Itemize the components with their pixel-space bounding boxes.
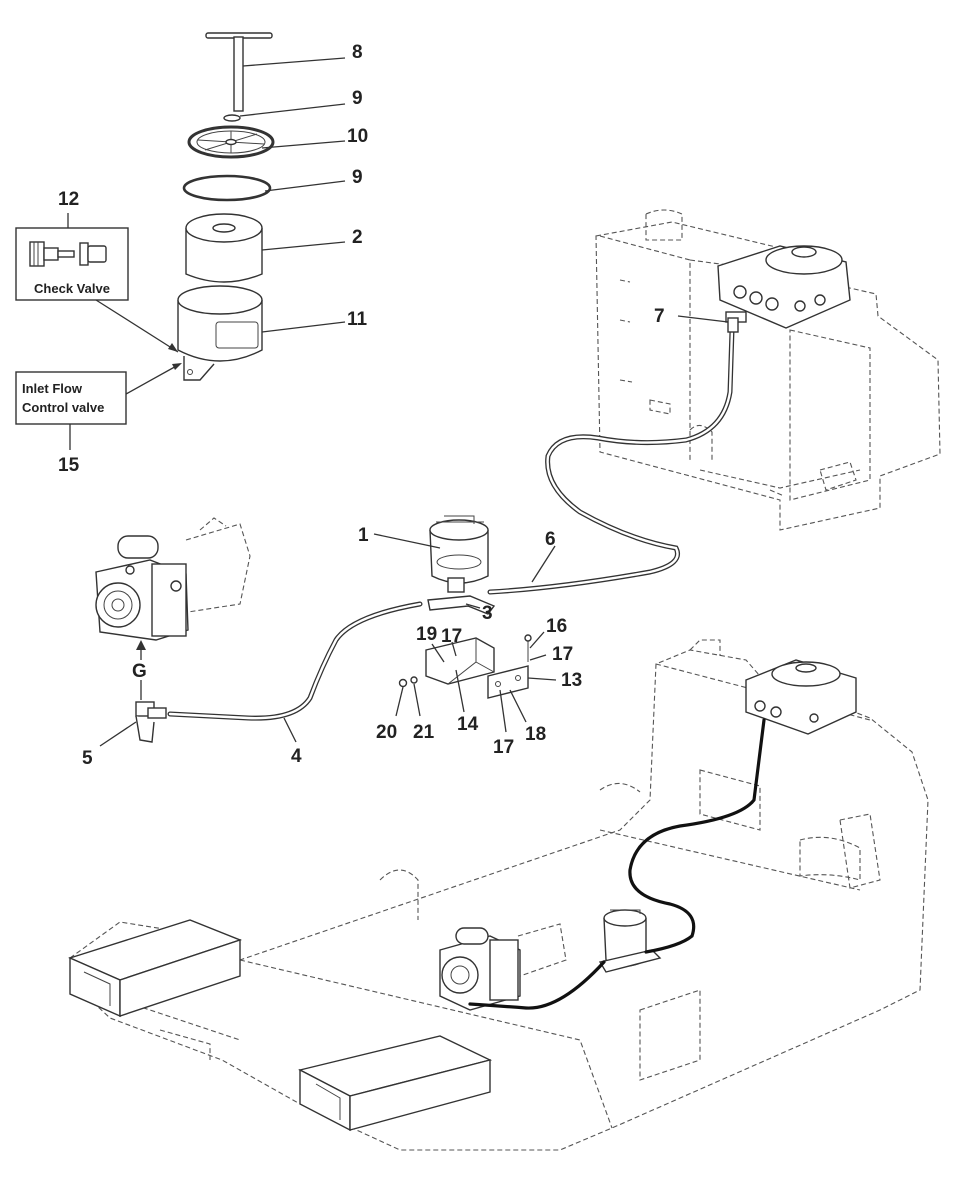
callout-4: 4 [291,746,302,767]
t-handle [205,32,273,112]
check-valve-label: Check Valve [34,281,110,296]
callout-12: 12 [58,189,79,210]
callout-8: 8 [352,42,363,63]
reservoir-top [717,245,851,329]
filter-installed [598,909,662,973]
callout-5: 5 [82,748,93,769]
battery-box-right [298,1035,493,1132]
filter-lid [187,125,275,159]
washer-top [223,114,241,122]
filter-canister [177,285,263,381]
callout-17-right: 17 [552,644,573,665]
inlet-flow-line1: Inlet Flow [22,381,83,396]
callout-20: 20 [376,722,397,743]
callout-6: 6 [545,529,556,550]
callout-18: 18 [525,724,546,745]
callout-15: 15 [58,455,80,476]
callout-2: 2 [352,227,363,248]
fitting-5 [135,701,167,743]
callout-21: 21 [413,722,435,743]
installed-hoses [468,718,766,1010]
callout-16: 16 [546,616,567,637]
o-ring [182,174,272,202]
pump-installed [439,923,567,1011]
reservoir-bottom [745,659,857,735]
callout-9-top: 9 [352,88,363,109]
callout-13: 13 [561,670,582,691]
mounting-brackets [398,634,532,699]
filter-exploded-view [177,32,275,381]
callout-17-top: 17 [441,626,462,647]
callout-11: 11 [347,309,368,330]
filter-element [185,213,263,283]
bracket-leaders [395,631,557,733]
hydraulic-pump [95,517,251,641]
callout-7: 7 [654,306,665,327]
battery-box-left [68,919,243,1018]
check-valve-box: Check Valve [15,227,129,301]
callout-3: 3 [482,603,493,624]
callout-1: 1 [358,525,369,546]
filter-leaders [239,57,346,333]
inlet-flow-line2: Control valve [22,400,104,415]
inlet-flow-box: Inlet Flow Control valve [15,371,127,425]
callout-19: 19 [416,624,437,645]
callout-10: 10 [347,126,368,147]
callout-14: 14 [457,714,479,735]
hose-6 [487,327,735,595]
callout-9-ring: 9 [352,167,363,188]
check-valve-icon [29,241,107,267]
hose-4 [167,601,423,721]
callout-labels: 8 9 10 9 2 11 12 15 7 1 6 3 16 17 19 17 … [58,42,665,769]
callout-g: G [132,661,147,682]
flow-arrow-g [136,640,146,700]
filter-assembly [427,515,496,615]
callout-17-bottom: 17 [493,737,514,758]
